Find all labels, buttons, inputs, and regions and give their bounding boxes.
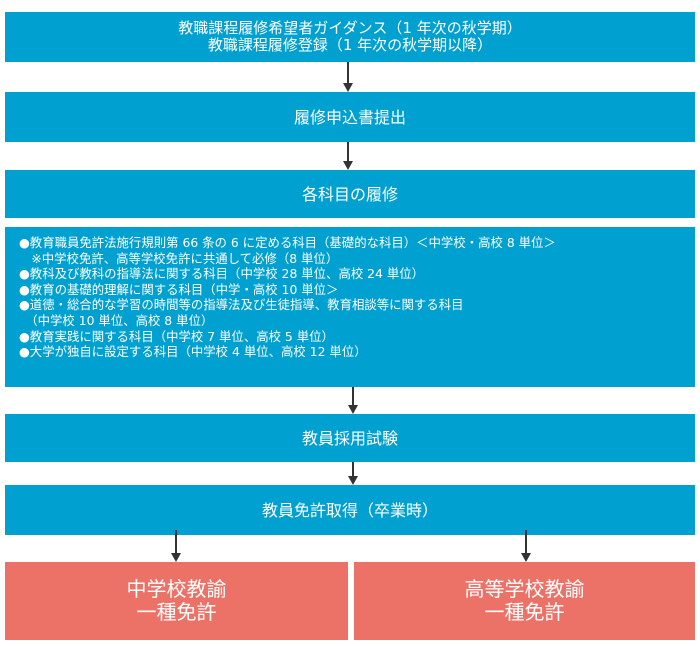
step-course-text: 各科目の履修 [301,184,398,204]
list-item: ●教科及び教科の指導法に関する科目（中学校 28 単位、高校 24 単位） [19,266,425,282]
list-item: ●大学が独自に設定する科目（中学校 4 単位、高校 12 単位） [19,344,367,360]
list-item: ●教育実践に関する科目（中学校 7 単位、高校 5 単位） [19,328,334,344]
step-guidance-registration: 教職課程履修希望者ガイダンス（1 年次の秋学期） 教職課程履修登録（1 年次の秋… [5,12,695,62]
step-registration-text: 教職課程履修登録（1 年次の秋学期以降） [207,36,493,54]
outcome-title: 高等学校教諭 [464,577,585,601]
outcome-title: 中学校教諭 [126,577,227,601]
list-item: ●教育職員免許法施行規則第 66 条の 6 に定める科目（基礎的な科目）＜中学校… [19,235,556,250]
arrow-down-icon [348,462,358,485]
arrow-down-icon [343,142,353,170]
arrow-down-icon [348,387,358,414]
step-application-text: 履修申込書提出 [293,107,406,127]
arrow-down-icon [343,62,353,92]
list-item: （中学校 10 単位、高校 8 単位） [19,312,214,328]
list-item: ※中学校免許、高等学校免許に共通して必修（8 単位） [19,250,339,266]
step-guidance-text: 教職課程履修希望者ガイダンス（1 年次の秋学期） [178,19,522,37]
subject-requirements-list: ●教育職員免許法施行規則第 66 条の 6 に定める科目（基礎的な科目）＜中学校… [5,227,695,387]
list-item: ●道徳・総合的な学習の時間等の指導法及び生徒指導、教育相談等に関する科目 [19,297,464,313]
step-application-submission: 履修申込書提出 [5,92,695,142]
outcome-subtitle: 一種免許 [484,600,565,624]
outcome-subtitle: 一種免許 [136,600,217,624]
step-employment-exam: 教員採用試験 [5,414,695,462]
list-item: ●教育の基礎的理解に関する科目（中学・高校 10 単位＞ [19,281,339,297]
step-exam-text: 教員採用試験 [301,428,398,448]
step-license-text: 教員免許取得（卒業時） [261,500,438,520]
outcome-junior-high-license: 中学校教諭 一種免許 [5,562,348,640]
outcome-high-school-license: 高等学校教諭 一種免許 [354,562,695,640]
arrow-down-icon [171,530,181,562]
step-course-taking: 各科目の履修 [5,170,695,218]
arrow-down-icon [521,530,531,562]
step-license-acquisition: 教員免許取得（卒業時） [5,485,695,535]
